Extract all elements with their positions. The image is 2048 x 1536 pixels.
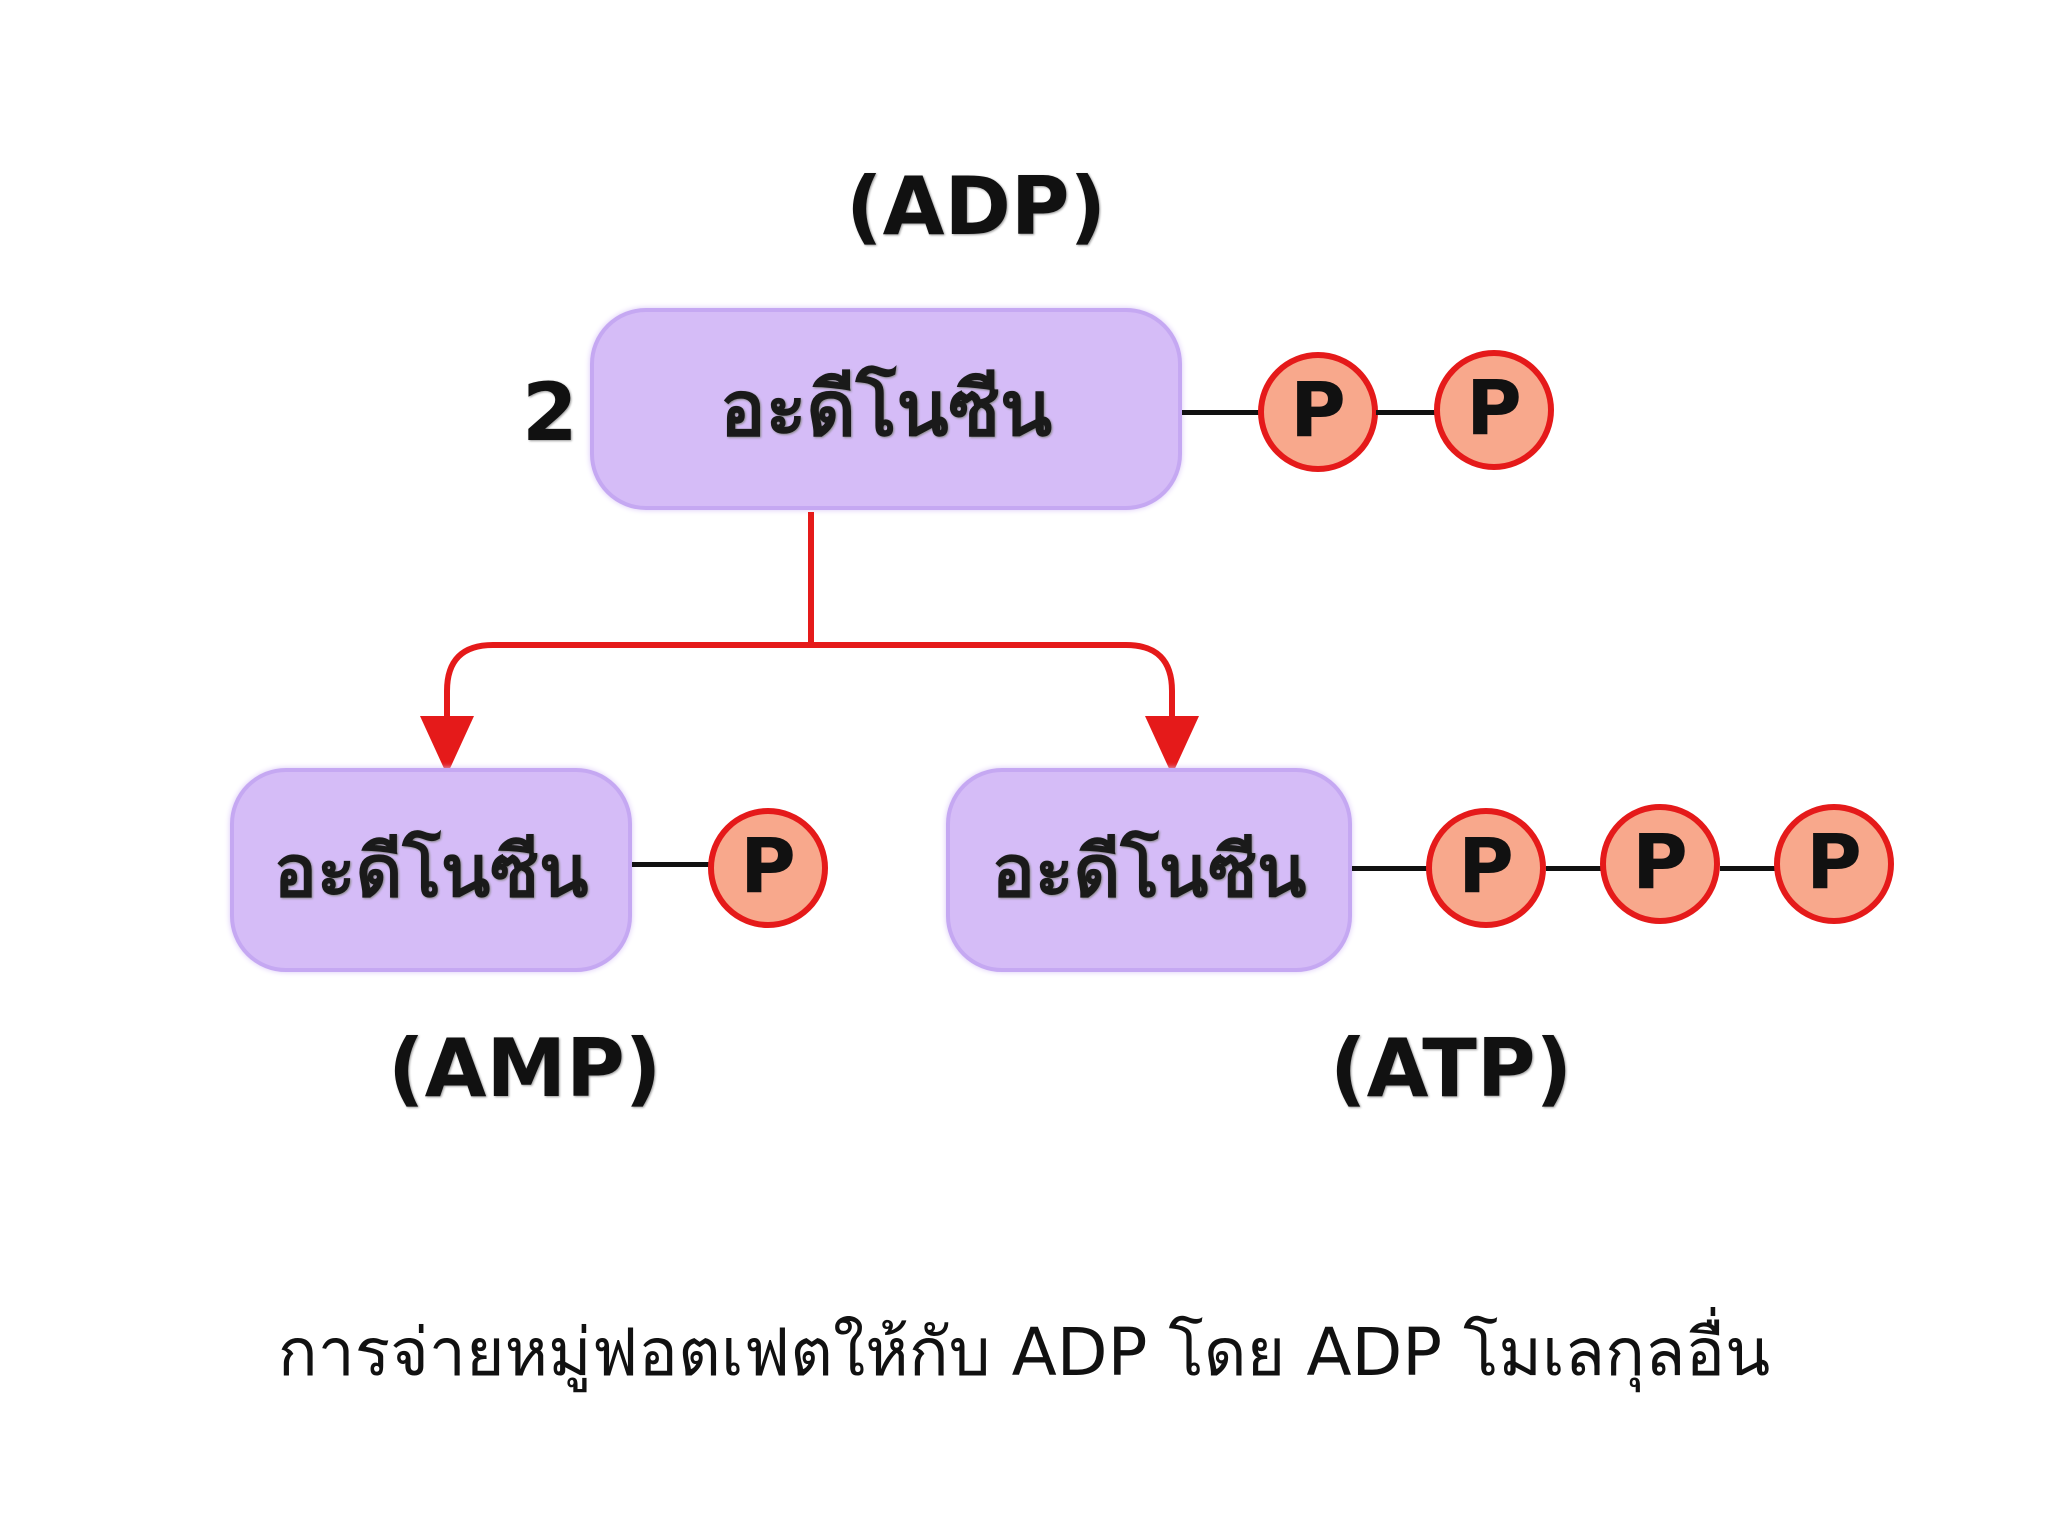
arrow-branch-left <box>444 642 811 720</box>
phosphate-label: P <box>1806 817 1862 906</box>
bond-line <box>1376 410 1440 415</box>
arrowhead-left <box>420 716 474 775</box>
bond-line <box>1352 866 1430 871</box>
adenosine-box-left: อะดีโนซีน <box>230 768 632 972</box>
adp-title: (ADP) <box>846 160 1107 253</box>
adp-count: 2 <box>522 366 578 459</box>
bond-line <box>1546 866 1604 871</box>
phosphate-circle: P <box>1774 804 1894 924</box>
arrowhead-right <box>1145 716 1199 775</box>
adenosine-box-right: อะดีโนซีน <box>946 768 1352 972</box>
phosphate-label: P <box>1466 363 1522 452</box>
phosphate-circle: P <box>1434 350 1554 470</box>
phosphate-circle: P <box>1600 804 1720 924</box>
phosphate-circle: P <box>1426 808 1546 928</box>
arrow-branch-right <box>811 642 1175 720</box>
bond-line <box>1182 410 1262 415</box>
phosphate-circle: P <box>1258 352 1378 472</box>
phosphate-label: P <box>1458 821 1514 910</box>
phosphate-label: P <box>1632 817 1688 906</box>
bond-line <box>1720 866 1778 871</box>
phosphate-label: P <box>740 821 796 910</box>
adenosine-label-top: อะดีโนซีน <box>719 364 1053 453</box>
adenosine-label-left: อะดีโนซีน <box>273 828 589 913</box>
bond-line <box>632 862 712 867</box>
atp-title: (ATP) <box>1330 1022 1573 1115</box>
phosphate-label: P <box>1290 365 1346 454</box>
adenosine-box-top: อะดีโนซีน <box>590 308 1182 510</box>
caption: การจ่ายหมู่ฟอตเฟตให้กับ ADP โดย ADP โมเล… <box>277 1314 1771 1391</box>
adenosine-label-right: อะดีโนซีน <box>991 828 1307 913</box>
phosphate-circle: P <box>708 808 828 928</box>
amp-title: (AMP) <box>388 1022 662 1115</box>
